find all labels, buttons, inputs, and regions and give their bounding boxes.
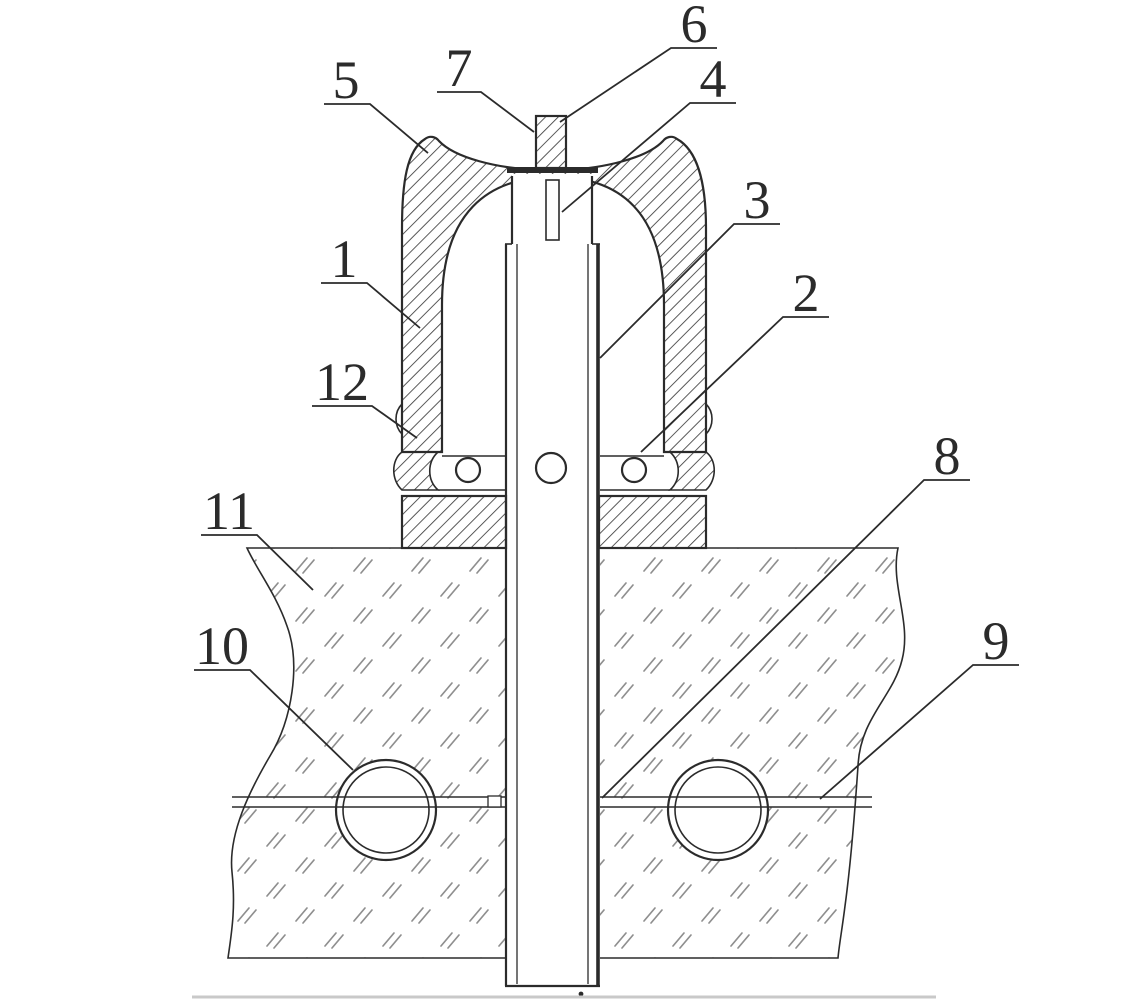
leader-line-8	[601, 479, 970, 799]
leader-line-4	[561, 102, 736, 213]
leader-line-10	[194, 669, 354, 771]
bottom-center-dot	[578, 991, 584, 997]
flange-block-left	[400, 494, 508, 550]
leader-line-7	[437, 91, 535, 133]
callout-3: 3	[599, 170, 780, 359]
leader-line-11	[201, 534, 314, 591]
channel-junction-tab	[487, 795, 502, 808]
callout-5: 5	[324, 50, 429, 154]
callout-label-7: 7	[446, 38, 473, 98]
flange-lip-left	[392, 451, 441, 491]
callout-2: 2	[640, 263, 829, 453]
leader-line-6	[559, 47, 717, 123]
left-borehole	[334, 758, 438, 862]
inner-slot	[545, 179, 560, 241]
callout-label-5: 5	[333, 50, 360, 110]
callout-10: 10	[194, 616, 354, 771]
callout-label-11: 11	[203, 481, 255, 541]
callout-label-10: 10	[195, 616, 249, 676]
top-plug	[534, 114, 568, 170]
callout-label-8: 8	[934, 426, 961, 486]
callout-8: 8	[601, 426, 970, 799]
callout-9: 9	[819, 611, 1019, 800]
flange-center-port	[534, 451, 568, 485]
callout-label-2: 2	[793, 263, 820, 323]
callout-1: 1	[321, 229, 421, 329]
callout-label-9: 9	[983, 611, 1010, 671]
dome-groove-right	[705, 403, 713, 435]
callout-7: 7	[437, 38, 535, 133]
callout-label-4: 4	[700, 49, 727, 109]
leader-line-3	[599, 223, 780, 359]
callout-label-1: 1	[331, 229, 358, 289]
flange-bolt-left	[454, 456, 482, 484]
leader-line-9	[819, 664, 1019, 800]
base-flange	[392, 451, 716, 550]
leader-line-2	[640, 316, 829, 453]
callout-label-6: 6	[681, 0, 708, 54]
leader-line-12	[312, 405, 418, 439]
flange-lip-right	[667, 451, 716, 491]
callout-label-3: 3	[744, 170, 771, 230]
callout-11: 11	[201, 481, 314, 591]
right-borehole	[666, 758, 770, 862]
center-pipe	[504, 174, 600, 988]
leader-line-5	[324, 103, 429, 154]
flange-block-right	[597, 494, 708, 550]
dome-groove-left	[395, 403, 403, 435]
leader-line-1	[321, 282, 421, 329]
callout-4: 4	[561, 49, 736, 213]
flange-bolt-right	[620, 456, 648, 484]
callout-label-12: 12	[315, 352, 369, 412]
callout-12: 12	[312, 352, 418, 439]
callout-6: 6	[559, 0, 717, 123]
pipe-top-cap-bar	[507, 167, 598, 173]
